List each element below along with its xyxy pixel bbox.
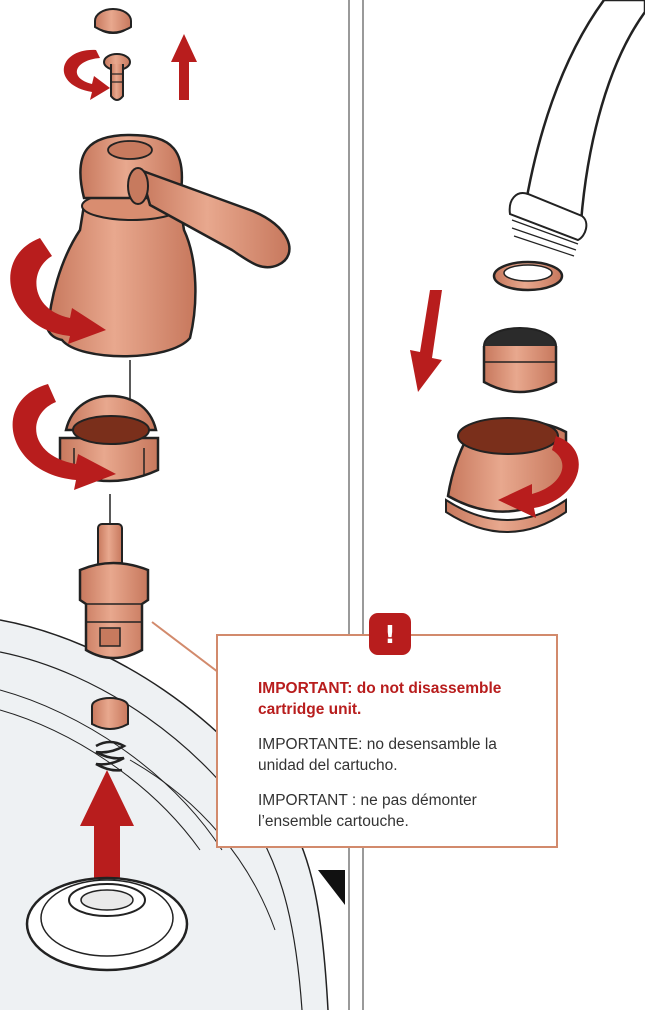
down-arrow-aerator xyxy=(410,290,442,392)
panel-divider xyxy=(349,0,363,1010)
callout-text-es: IMPORTANTE: no desensamble la unidad del… xyxy=(258,734,534,776)
spout xyxy=(510,0,645,256)
handle-cap xyxy=(95,9,131,33)
aerator-housing xyxy=(446,418,566,532)
valve-base xyxy=(27,878,187,970)
aerator-washer xyxy=(494,262,562,290)
rotate-arrow-screw xyxy=(64,50,110,100)
warning-callout: IMPORTANT: do not disassemble cartridge … xyxy=(216,634,558,848)
callout-leader xyxy=(152,622,218,672)
callout-text-fr: IMPORTANT : ne pas démonter l’ensemble c… xyxy=(258,790,534,832)
up-arrow-cap xyxy=(171,34,197,100)
callout-heading-en: IMPORTANT: do not disassemble cartridge … xyxy=(258,678,534,720)
warning-icon: ! xyxy=(369,613,411,655)
aerator-insert xyxy=(484,328,556,392)
cartridge xyxy=(80,524,148,658)
handle-screw xyxy=(104,54,130,100)
